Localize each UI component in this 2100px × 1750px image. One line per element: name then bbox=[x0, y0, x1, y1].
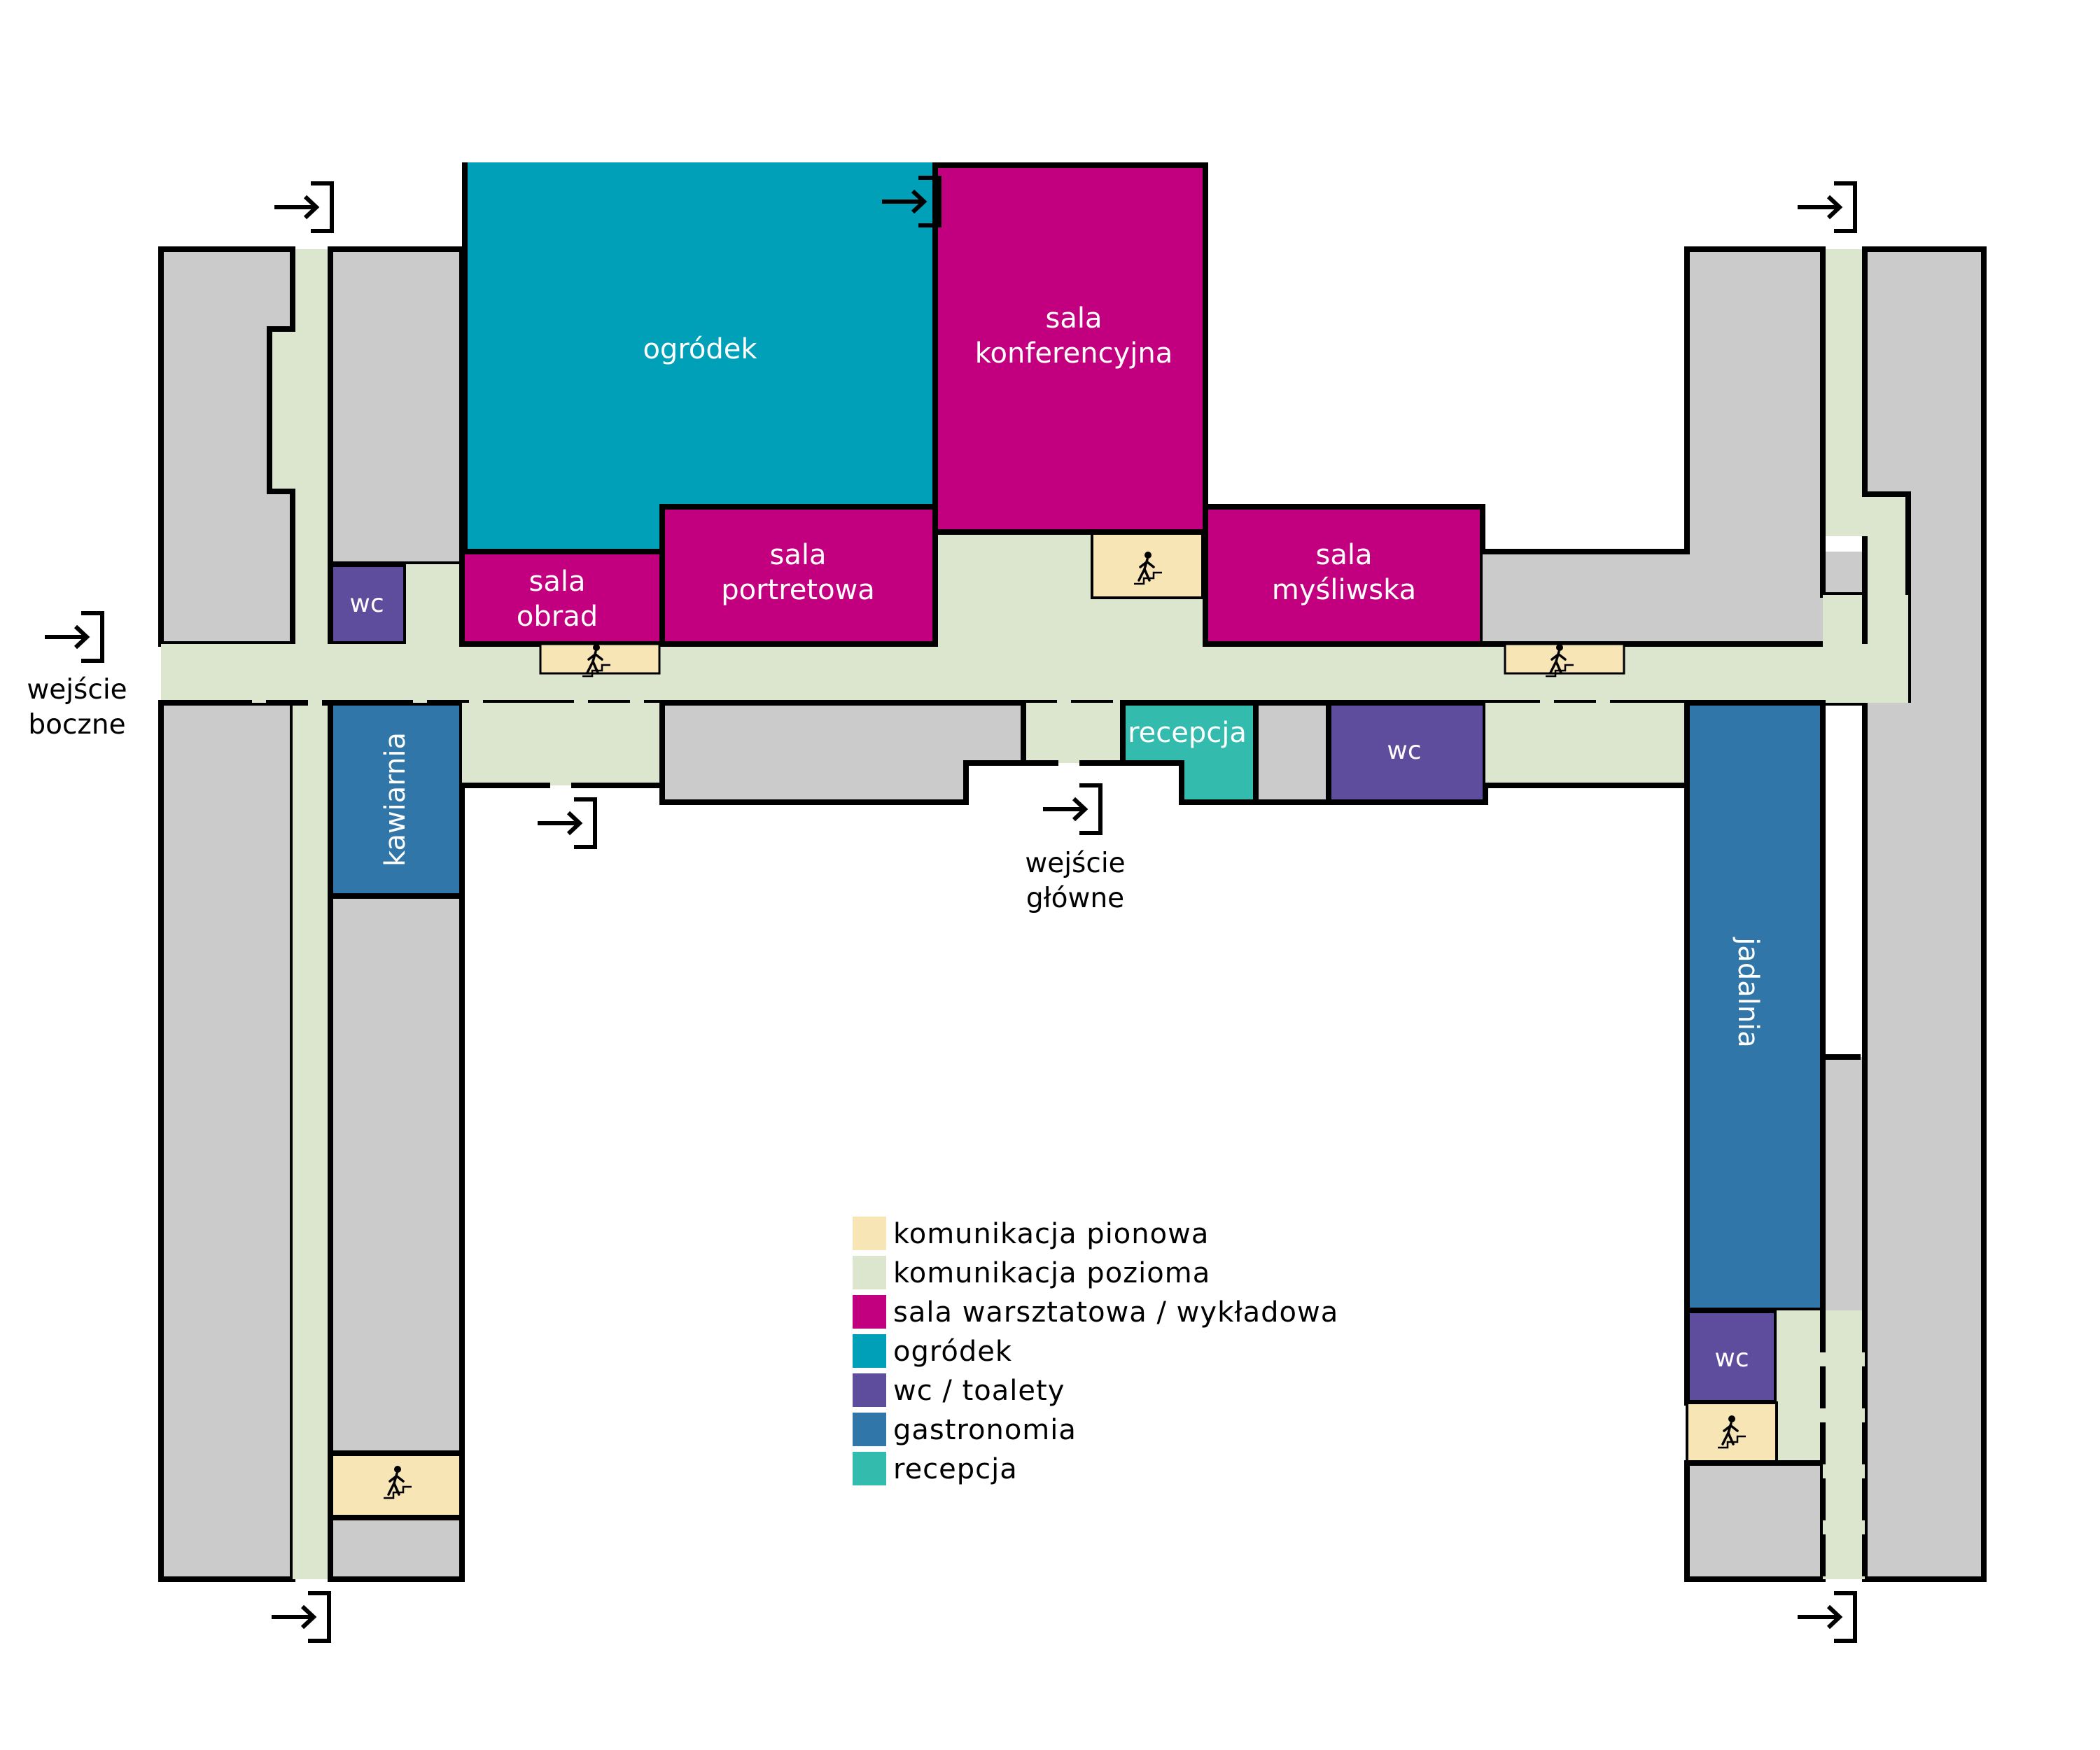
label-wc-right: wc bbox=[1714, 1344, 1749, 1373]
jadalnia-room bbox=[1684, 700, 1826, 1313]
legend: komunikacja pionowa komunikacja pozioma … bbox=[853, 1217, 1338, 1485]
label-wc-center: wc bbox=[1387, 736, 1421, 765]
legend-label: sala warsztatowa / wykładowa bbox=[893, 1296, 1338, 1329]
corridor-right-annex bbox=[1485, 703, 1687, 785]
legend-swatch bbox=[853, 1373, 886, 1407]
label-sala-mysliwska-2: myśliwska bbox=[1272, 574, 1416, 606]
legend-swatch bbox=[853, 1217, 886, 1250]
center-stairs bbox=[1091, 532, 1204, 599]
entrance-arrow-icon bbox=[274, 183, 332, 231]
left-outer-room-lower bbox=[158, 700, 295, 1582]
entrance-arrow-icon bbox=[272, 1593, 329, 1641]
legend-label: wc / toalety bbox=[893, 1375, 1065, 1407]
main-corridor bbox=[161, 644, 1907, 703]
right-stairs bbox=[1686, 1401, 1778, 1464]
wc-center bbox=[1326, 700, 1488, 805]
label-sala-konferencyjna-1: sala bbox=[1046, 302, 1102, 335]
label-sala-konferencyjna-2: konferencyjna bbox=[975, 337, 1172, 370]
legend-label: komunikacja pozioma bbox=[893, 1257, 1210, 1289]
entrance-arrow-icon bbox=[1798, 1593, 1855, 1641]
main-entrance-label-2: główne bbox=[1026, 883, 1124, 914]
legend-swatch bbox=[853, 1295, 886, 1329]
left-inner-room-mid bbox=[328, 893, 465, 1456]
left-inner-room-bottom bbox=[328, 1515, 465, 1582]
label-sala-portretowa-1: sala bbox=[770, 539, 827, 571]
wc-right bbox=[1684, 1308, 1779, 1406]
legend-label: gastronomia bbox=[893, 1414, 1077, 1446]
corridor-left-annex bbox=[462, 703, 662, 785]
ogrodek-garden bbox=[465, 162, 935, 552]
legend-swatch bbox=[853, 1413, 886, 1446]
main-entrance-label-1: wejście bbox=[1025, 848, 1125, 879]
entrance-arrow-icon bbox=[45, 613, 102, 661]
label-sala-mysliwska-1: sala bbox=[1316, 539, 1373, 571]
right-inner-grey bbox=[1823, 1057, 1865, 1310]
right-corridor-bottom bbox=[1823, 1463, 1865, 1579]
right-corridor bbox=[1777, 249, 1908, 1579]
sala-portretowa-room bbox=[659, 504, 938, 647]
south-grey-room bbox=[659, 700, 1026, 805]
legend-swatch bbox=[853, 1452, 886, 1485]
label-wc-left: wc bbox=[349, 589, 384, 618]
left-inner-room-top bbox=[328, 246, 465, 567]
legend-swatch bbox=[853, 1334, 886, 1368]
label-sala-obrad-2: obrad bbox=[517, 601, 598, 633]
label-sala-portretowa-2: portretowa bbox=[721, 574, 875, 606]
side-entrance-label-2: boczne bbox=[28, 709, 125, 741]
label-recepcja: recepcja bbox=[1128, 717, 1247, 749]
main-entrance-hall bbox=[1026, 703, 1120, 763]
right-outer-room bbox=[1862, 246, 1987, 1582]
entrance-arrow-icon bbox=[538, 799, 595, 847]
entrance-arrow-icon bbox=[1043, 785, 1100, 833]
right-bottom-room bbox=[1684, 1460, 1826, 1582]
legend-label: komunikacja pionowa bbox=[893, 1218, 1209, 1250]
label-jadalnia: jadalnia bbox=[1732, 937, 1764, 1048]
legend-label: recepcja bbox=[893, 1453, 1018, 1485]
label-ogrodek: ogródek bbox=[643, 333, 757, 365]
label-kawiarnia: kawiarnia bbox=[379, 732, 412, 867]
side-entrance-label-1: wejście bbox=[27, 674, 127, 706]
left-corridor-stub bbox=[406, 564, 462, 644]
sala-konferencyjna-room bbox=[932, 162, 1208, 535]
legend-swatch bbox=[853, 1256, 886, 1289]
entrance-arrow-icon bbox=[1798, 183, 1855, 231]
label-sala-obrad-1: sala bbox=[529, 566, 586, 598]
south-small-room bbox=[1253, 700, 1331, 805]
legend-label: ogródek bbox=[893, 1336, 1012, 1368]
sala-mysliwska-room bbox=[1203, 504, 1485, 647]
sala-obrad-room bbox=[459, 549, 665, 647]
